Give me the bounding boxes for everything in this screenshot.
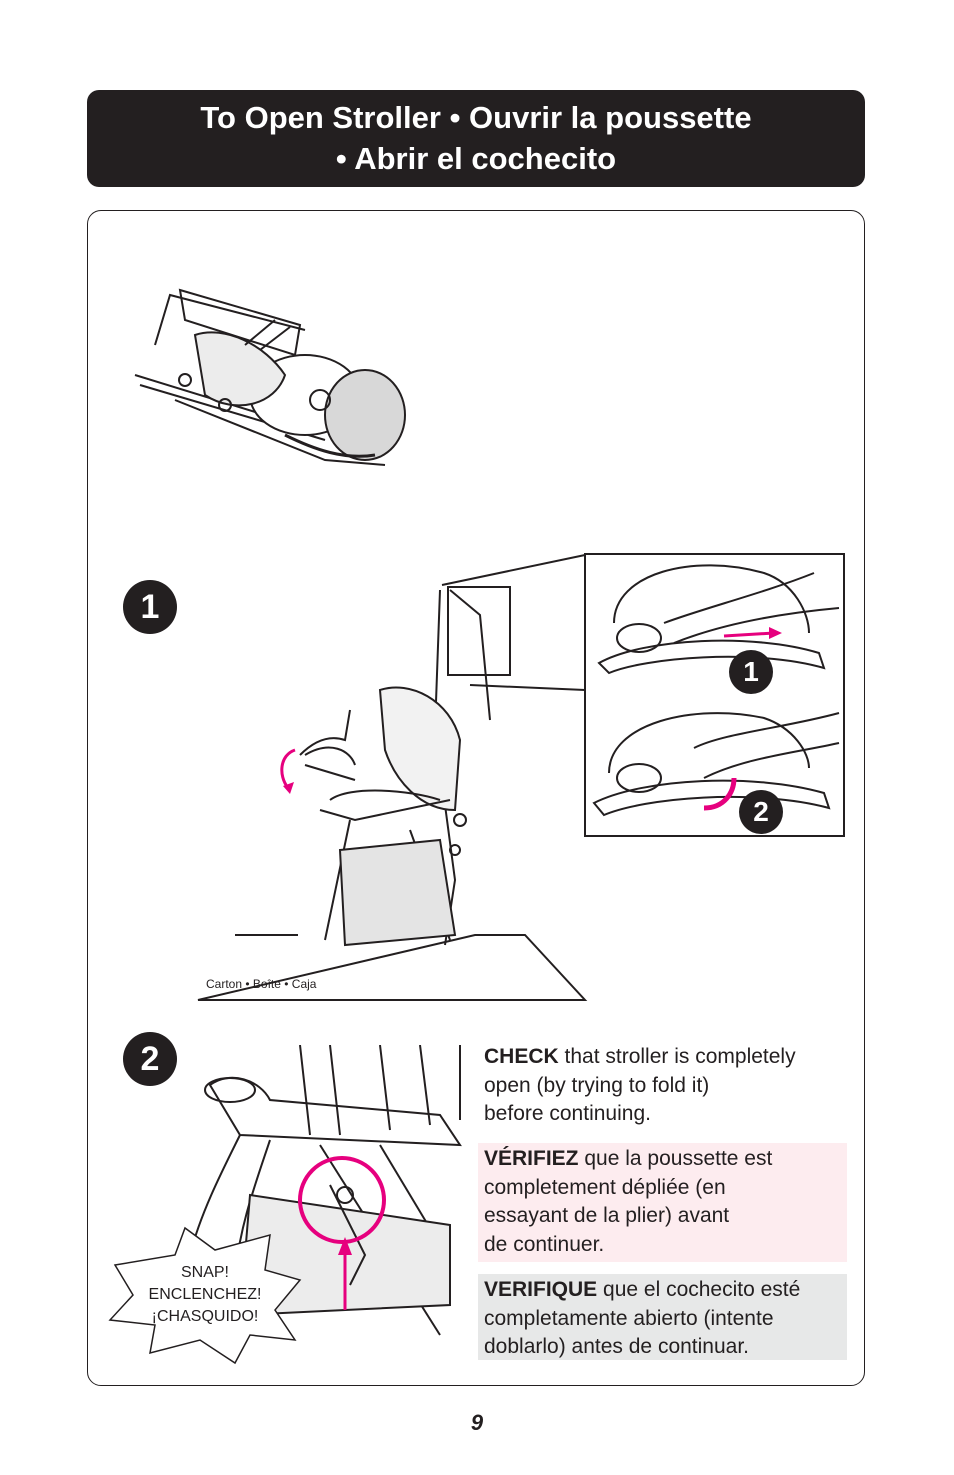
check-es-bold: VERIFIQUE [484,1278,598,1301]
step-1-badge: 1 [123,580,177,634]
check-es-line-1: que el cochecito esté [597,1278,801,1301]
check-en-line-2: open (by trying to fold it) [484,1073,710,1097]
title-line-2: • Abrir el cochecito [335,141,617,176]
inset-step-1-badge: 1 [729,650,773,694]
instruction-frame [87,210,865,1386]
folded-stroller-illustration [134,288,406,466]
stroller-on-carton-illustration [197,554,588,1001]
step-2-badge: 2 [123,1032,177,1086]
check-en-line-1: that stroller is completely [558,1045,796,1068]
check-french: VÉRIFIEZ que la poussette est completeme… [478,1143,847,1262]
handle-release-inset [584,553,845,837]
check-es-line-3: doblarlo) antes de continuar. [484,1335,750,1358]
snap-line-3: ¡CHASQUIDO! [151,1308,259,1325]
carton-label: Carton • Boîte • Caja [206,977,317,991]
check-en-line-3: before continuing. [484,1102,651,1125]
check-english: CHECK that stroller is completely open (… [478,1041,847,1131]
rotate-arrow-icon [280,748,296,789]
check-fr-line-3: essayant de la plier) avant [484,1204,730,1227]
check-spanish: VERIFIQUE que el cochecito esté completa… [478,1274,847,1360]
title-line-1: To Open Stroller • Ouvrir la poussette [200,100,752,135]
inset-step-2-badge: 2 [739,790,783,834]
check-en-bold: CHECK [484,1045,559,1068]
page-title-banner: To Open Stroller • Ouvrir la poussette •… [87,90,865,187]
check-fr-line-4: de continuer. [484,1232,605,1256]
snap-line-2: ENCLENCHEZ! [148,1286,262,1303]
check-fr-line-1: que la poussette est [578,1147,773,1170]
page-number: 9 [470,1410,484,1435]
snap-line-1: SNAP! [180,1264,229,1281]
check-es-line-2: completamente abierto (intente [484,1306,774,1330]
check-fr-bold: VÉRIFIEZ [484,1147,579,1170]
check-fr-line-2: completement dépliée (en [484,1175,726,1199]
snap-callout: SNAP! ENCLENCHEZ! ¡CHASQUIDO! [120,1262,290,1328]
snap-burst-icon [108,1226,302,1365]
